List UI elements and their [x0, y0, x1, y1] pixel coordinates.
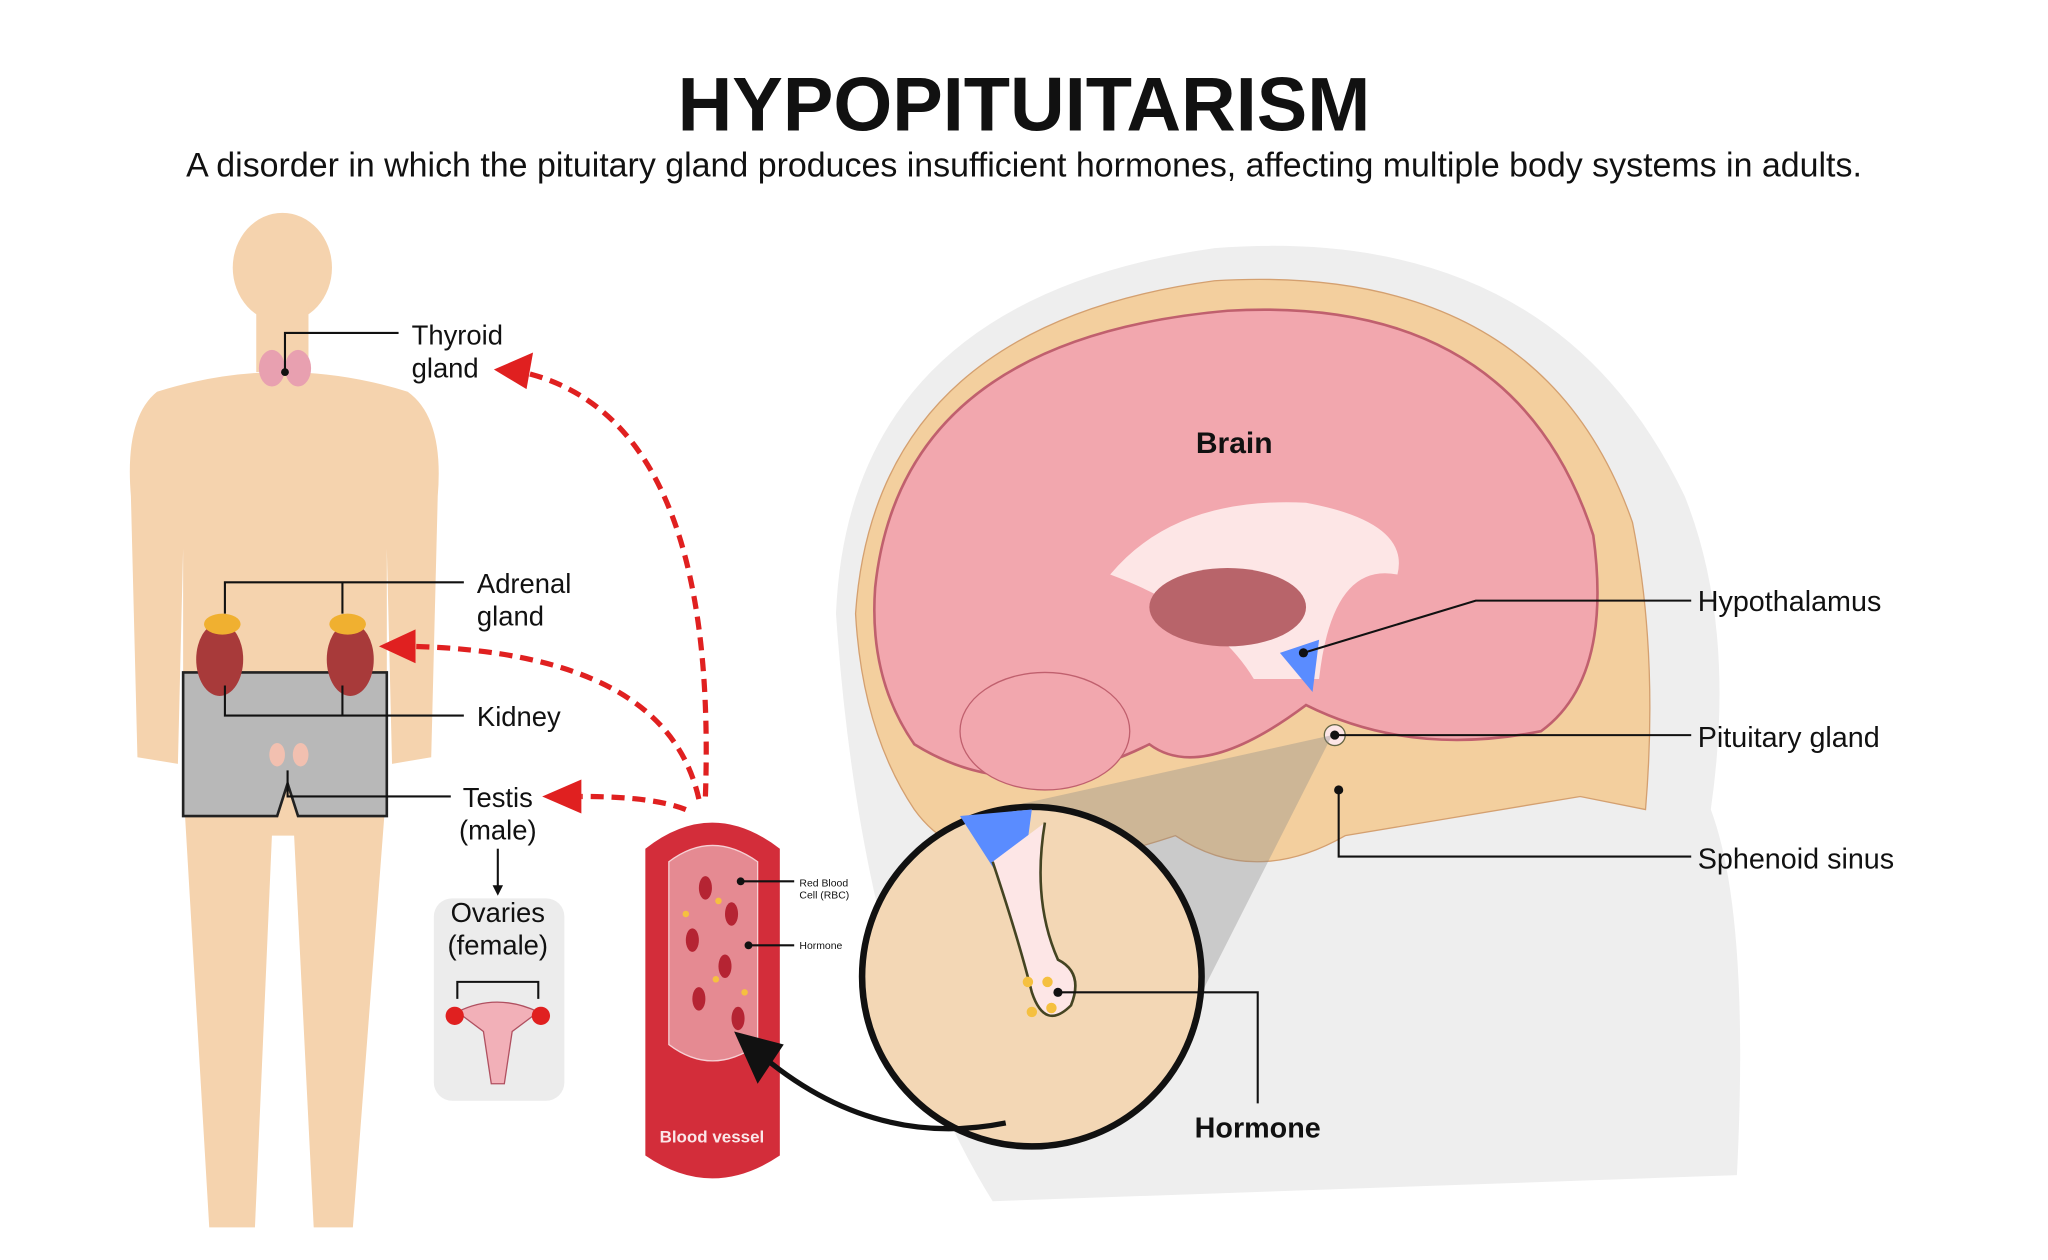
ovaries-box: [433, 898, 565, 1101]
magnifier-circle: [858, 803, 1205, 1150]
subtitle: A disorder in which the pituitary gland …: [186, 146, 1862, 184]
hormone-pathway-arrows: [378, 352, 709, 814]
uterus-icon: [445, 980, 551, 1085]
hormone-release-arrow: [762, 1055, 1007, 1132]
kidney-label: Kidney: [477, 701, 561, 732]
vessel-hormone-label: Hormone: [799, 941, 842, 952]
hypothalamus-label: Hypothalamus: [1698, 586, 1882, 618]
thyroid-icon: [258, 349, 312, 387]
page-title: HYPOPITUITARISM: [678, 63, 1371, 148]
blood-vessel: Blood vessel: [645, 822, 780, 1179]
testis-label: Testis(male): [459, 782, 537, 846]
ovaries-label: Ovaries(female): [448, 897, 549, 961]
hormone-label: Hormone: [1195, 1112, 1321, 1144]
kidney-icon: [196, 613, 374, 696]
pituitary-label: Pituitary gland: [1698, 722, 1880, 754]
underwear: [181, 671, 389, 818]
brain-label: Brain: [1196, 427, 1273, 460]
sphenoid-label: Sphenoid sinus: [1698, 843, 1894, 875]
blood-vessel-label: Blood vessel: [660, 1127, 765, 1146]
testis-icon: [269, 742, 309, 767]
